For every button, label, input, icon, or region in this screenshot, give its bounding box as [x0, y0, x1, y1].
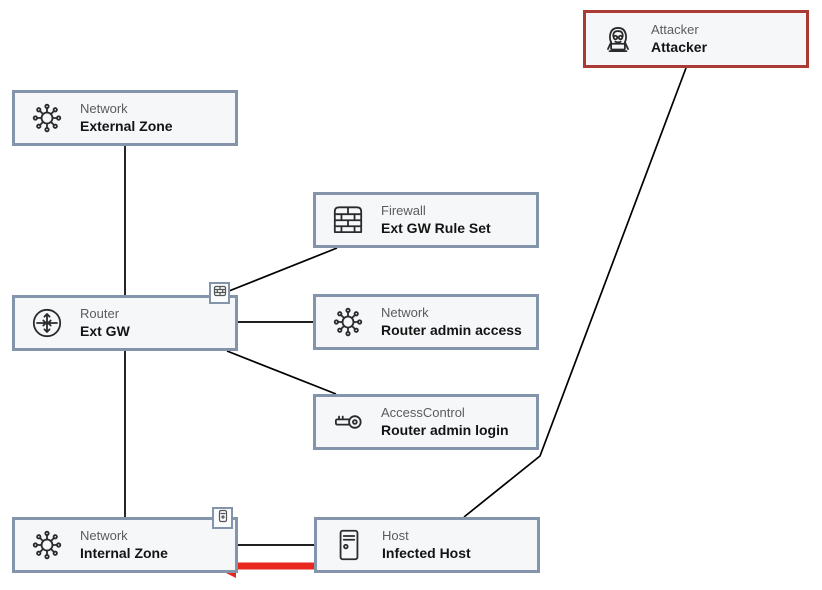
node-attacker[interactable]: Attacker Attacker — [583, 10, 809, 68]
router-arrows-icon — [28, 304, 66, 342]
node-type-label: Network — [381, 304, 429, 320]
key-icon — [329, 403, 367, 441]
node-type-label: Attacker — [651, 21, 699, 37]
node-internal-zone[interactable]: Network Internal Zone — [12, 517, 238, 573]
node-type-label: AccessControl — [381, 404, 465, 420]
node-name-label: Infected Host — [382, 544, 471, 561]
node-router[interactable]: Router Ext GW — [12, 295, 238, 351]
node-name-label: Ext GW — [80, 322, 130, 339]
node-type-label: Host — [382, 527, 409, 543]
node-name-label: Router admin login — [381, 421, 509, 438]
internal-zone-host-badge[interactable] — [212, 507, 233, 529]
node-type-label: Router — [80, 305, 120, 321]
firewall-badge-icon — [213, 284, 227, 303]
hacker-icon — [599, 20, 637, 58]
node-external-zone[interactable]: Network External Zone — [12, 90, 238, 146]
node-name-label: External Zone — [80, 117, 173, 134]
node-name-label: Internal Zone — [80, 544, 168, 561]
node-type-label: Network — [80, 100, 128, 116]
node-router-admin-access[interactable]: Network Router admin access — [313, 294, 539, 350]
host-badge-icon — [216, 509, 230, 528]
network-hub-icon — [329, 303, 367, 341]
node-name-label: Router admin access — [381, 321, 522, 338]
network-hub-icon — [28, 526, 66, 564]
edge-router-admin-login[interactable] — [226, 350, 337, 395]
network-hub-icon — [28, 99, 66, 137]
node-type-label: Network — [80, 527, 128, 543]
node-name-label: Ext GW Rule Set — [381, 219, 491, 236]
router-firewall-badge[interactable] — [209, 282, 230, 304]
node-name-label: Attacker — [651, 38, 708, 55]
node-infected-host[interactable]: Host Infected Host — [314, 517, 540, 573]
edge-firewall-router[interactable] — [228, 247, 338, 292]
node-firewall[interactable]: Firewall Ext GW Rule Set — [313, 192, 539, 248]
node-router-admin-login[interactable]: AccessControl Router admin login — [313, 394, 539, 450]
firewall-bricks-icon — [329, 201, 367, 239]
node-type-label: Firewall — [381, 202, 426, 218]
edge-attacker-infected-host[interactable] — [463, 67, 687, 518]
server-icon — [330, 526, 368, 564]
